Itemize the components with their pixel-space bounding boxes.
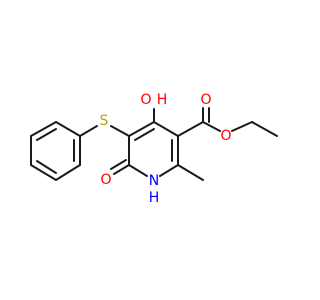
atom-hydroxy-o: O (140, 92, 151, 108)
bond-c6-o-second (110, 159, 127, 170)
bond-ester-c-alkoxy-o (202, 121, 221, 132)
bond-c6-o (113, 164, 130, 175)
atom-ester-carbonyl-o: O (200, 92, 211, 108)
bond-ph-4-5 (30, 164, 57, 181)
bond-c5-s (110, 125, 130, 137)
bond-c2-n1 (159, 164, 179, 177)
bond-alkoxy-o-ch2 (231, 121, 253, 132)
atom-ring-n: N (149, 173, 159, 189)
molecule-structure: O H O N H S O O (30, 92, 278, 206)
bond-c4-c3 (153, 121, 179, 137)
atom-hydroxy-h: H (157, 92, 168, 108)
atom-ring-nh-h: H (149, 190, 160, 206)
bond-ph-inner-a (36, 128, 57, 141)
bond-ch2-ch3 (251, 121, 278, 137)
bond-ph-1-2 (55, 121, 81, 137)
bond-c5-c4-inner (134, 128, 155, 141)
bond-c3-ester-c (177, 121, 204, 137)
bond-n1-c6 (128, 164, 148, 177)
atom-ring-carbonyl-o: O (100, 172, 111, 188)
bond-c5-c4 (128, 121, 155, 137)
atom-ester-alkoxy-o: O (220, 128, 231, 144)
bond-ph-inner-b (36, 160, 57, 174)
bond-c2-methyl (177, 164, 204, 181)
atom-thioether-s: S (100, 113, 109, 129)
bond-ph-5-6 (55, 164, 81, 181)
bond-s-phenyl (79, 125, 98, 137)
bond-ph-2-3 (30, 121, 57, 137)
